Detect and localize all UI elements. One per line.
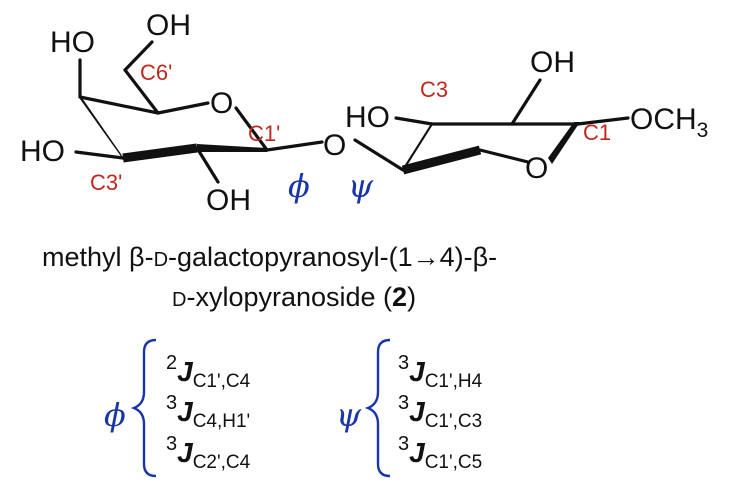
- bond-c4p-c5p: [78, 95, 160, 115]
- coupling-row: 3JC4,H1': [166, 392, 250, 432]
- compound-number: 2: [392, 282, 408, 312]
- coupling-row: 3JC1',C3: [398, 392, 482, 432]
- wedge-c4p-c3p: [80, 95, 125, 162]
- bond-c3-oh: [394, 116, 434, 126]
- bond-c2-oh: [510, 78, 542, 126]
- atom-o-link: O: [323, 129, 346, 162]
- coupling-row: 3JC1',H4: [398, 352, 483, 392]
- bond-c3p-oh: [74, 150, 125, 160]
- carbon-labels: C6' C1' C3' C3 C1: [90, 60, 611, 195]
- bond-olink-c4: [353, 138, 405, 172]
- bond-c1p-o-link: [265, 140, 324, 152]
- wedge-o5-c1: [548, 122, 580, 164]
- bond-c3p-c2p-bold: [122, 143, 198, 163]
- bond-c2p-oh: [195, 146, 220, 184]
- atom-ho-c3: HO: [345, 101, 390, 134]
- atom-labels: HO OH O HO OH O HO OH O OCH3: [20, 9, 708, 217]
- phi-group-symbol: ϕ: [104, 396, 126, 434]
- carbon-label-c6p: C6': [140, 60, 172, 85]
- atom-o-ring-gal: O: [210, 87, 233, 120]
- psi-angle-label: ψ: [348, 167, 374, 205]
- bond-c5-o5: [478, 148, 530, 164]
- wedge-c2p-c1p: [197, 144, 267, 152]
- galactose-ring: [74, 40, 324, 184]
- carbon-label-c1p: C1': [248, 121, 280, 146]
- phi-group-brace: [130, 338, 157, 478]
- carbon-label-c3: C3: [420, 77, 448, 102]
- carbon-label-c3p: C3': [90, 170, 122, 195]
- atom-oh-top-right: OH: [530, 46, 575, 79]
- atom-ho-left: HO: [20, 135, 65, 168]
- bond-c5p-c6p: [123, 68, 160, 115]
- coupling-row: 3JC2',C4: [166, 433, 251, 473]
- bond-c1-och3: [576, 116, 630, 126]
- bond-c4-c3: [403, 122, 432, 172]
- atom-oh-c6: OH: [146, 9, 191, 42]
- coupling-row: 2JC1',C4: [166, 352, 251, 392]
- bond-c4-c5-bold: [401, 145, 482, 175]
- atom-ho-top: HO: [50, 26, 95, 59]
- compound-name-line-2: D-xylopyranoside (2): [172, 282, 417, 312]
- phi-angle-label: ϕ: [288, 167, 310, 205]
- coupling-row: 3JC1',C5: [398, 433, 482, 473]
- compound-name-line-1: methyl β-D-galactopyranosyl-(1→4)-β-: [42, 242, 498, 272]
- atom-o-ring-xyl: O: [525, 152, 548, 185]
- psi-coupling-group: ψ 3JC1',H4 3JC1',C3 3JC1',C5: [336, 338, 483, 478]
- bond-o5p-c1p: [234, 106, 269, 152]
- atom-och3: OCH3: [630, 103, 708, 142]
- bond-c6p-oh: [123, 40, 154, 72]
- atom-oh-bottom: OH: [206, 184, 251, 217]
- bond-c5p-o5p: [156, 101, 210, 115]
- phi-coupling-group: ϕ 2JC1',C4 3JC4,H1' 3JC2',C4: [104, 338, 251, 478]
- psi-group-brace: [364, 338, 391, 478]
- carbon-label-c1: C1: [583, 120, 611, 145]
- psi-group-symbol: ψ: [336, 396, 362, 434]
- xylose-ring: [353, 78, 630, 175]
